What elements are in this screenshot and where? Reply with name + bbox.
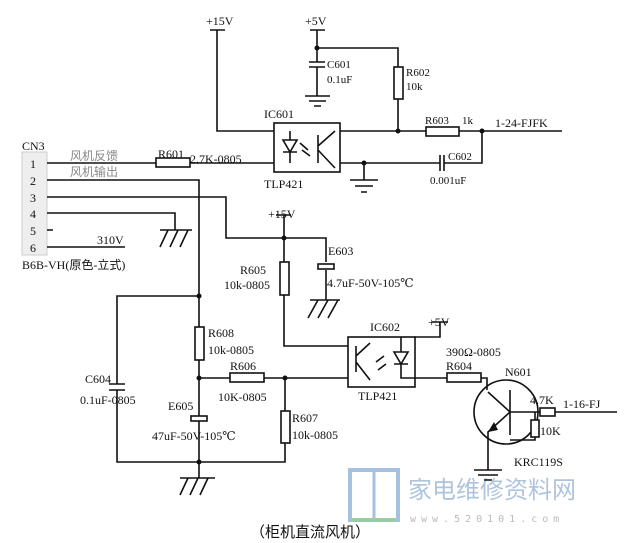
r602-resistor [393,66,404,100]
r606-resistor [229,372,265,383]
pin-5: 5 [30,224,36,238]
r605-resistor [279,261,290,296]
net-label-1-16-fj: 1-16-FJ [563,397,601,411]
r603-ref: R603 [425,115,449,127]
c601-ref: C601 [327,59,351,71]
ic601-part: TLP421 [264,177,303,191]
r608-value: 10k-0805 [208,343,254,357]
r604-ref: R604 [446,359,472,373]
e603-value: 4.7uF-50V-105℃ [327,276,414,290]
e605-ref: E605 [168,399,193,413]
pin-1: 1 [30,157,36,171]
r604-value: 390Ω-0805 [446,345,501,359]
r604-resistor [446,372,482,383]
ic601-optocoupler [273,122,341,173]
watermark-logo: 家电维修资料网 www.520101.com [348,468,576,525]
ic602-optocoupler [347,336,416,388]
n601-r2 [530,419,540,438]
ic602-part: TLP421 [358,389,397,403]
cn3-connector [21,151,48,256]
ic601-ref: IC601 [264,107,294,121]
c602-capacitor [439,155,445,171]
r601-value: 2.7K-0805 [190,152,242,166]
ic602-ref: IC602 [370,320,400,334]
r601-resistor [155,157,191,168]
e603-capacitor [317,263,335,270]
pin-4: 4 [30,207,36,221]
n601-ref: N601 [505,365,532,379]
n601-r2-value: 10K [540,424,561,438]
cn3-ref: CN3 [22,139,45,153]
r608-ref: R608 [208,326,234,340]
net-label-1-24-fjfk: 1-24-FJFK [495,116,548,130]
e605-capacitor [190,415,208,422]
caption: （柜机直流风机） [250,523,370,541]
supply-15v-top: +15V [206,14,234,28]
n601-transistor [473,379,539,445]
n601-r1-value: 4.7K [530,393,554,407]
c601-value: 0.1uF [327,74,352,86]
c604-value: 0.1uF-0805 [80,393,136,407]
r607-ref: R607 [292,411,318,425]
r603-resistor [425,126,460,137]
supply-15v-mid: +15V [268,207,296,221]
c602-ref: C602 [448,151,472,163]
r608-resistor [194,326,205,361]
r606-value: 10K-0805 [218,390,267,404]
pin-6: 6 [30,241,36,255]
r606-ref: R606 [230,359,256,373]
r605-ref: R605 [240,263,266,277]
supply-5v-top: +5V [305,14,327,28]
pin-3: 3 [30,191,36,205]
cn3-part: B6B-VH(原色-立式) [22,257,125,272]
junction [314,45,320,51]
c602-value: 0.001uF [430,175,466,187]
e605-value: 47uF-50V-105℃ [152,429,236,443]
c604-capacitor [109,383,125,391]
pin2-label: 风机输出 [70,164,118,179]
r601-ref: R601 [158,147,184,161]
r607-resistor [280,410,291,444]
r602-value: 10k [406,81,423,93]
c601-capacitor [309,61,325,68]
pin1-label: 风机反馈 [70,149,118,163]
pin-2: 2 [30,174,36,188]
c604-ref: C604 [85,372,111,386]
watermark-url: www.520101.com [410,514,564,525]
r602-ref: R602 [406,67,430,79]
r607-value: 10k-0805 [292,428,338,442]
e603-ref: E603 [328,244,353,258]
n601-r1 [539,407,556,417]
n601-part: KRC119S [514,455,563,469]
r605-value: 10k-0805 [224,278,270,292]
r603-value: 1k [462,115,474,127]
supply-5v-ic602: +5V [428,315,450,329]
pin6-label: 310V [97,233,124,247]
